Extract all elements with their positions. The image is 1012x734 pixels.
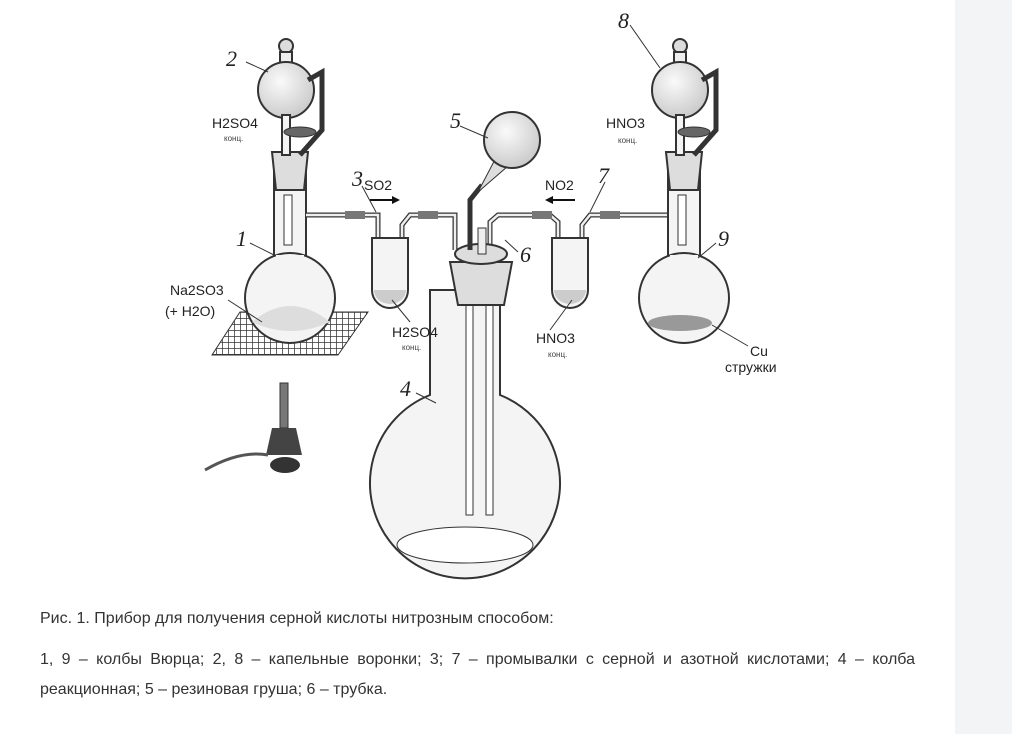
h2so4-wash-label: H2SO4	[392, 324, 438, 340]
label-3: 3	[351, 166, 363, 191]
label-9: 9	[718, 226, 729, 251]
wurtz-flask-1	[244, 151, 336, 344]
label-6: 6	[520, 242, 531, 267]
rubber-bulb-5	[467, 111, 541, 250]
label-7: 7	[598, 163, 610, 188]
no2-label: NO2	[545, 177, 574, 193]
figure-caption-title: Рис. 1. Прибор для получения серной кисл…	[40, 610, 554, 627]
label-4: 4	[400, 376, 411, 401]
label-1: 1	[236, 226, 247, 251]
reaction-flask-4	[369, 227, 561, 580]
wurtz-flask-9	[638, 151, 730, 344]
label-8: 8	[618, 8, 629, 33]
wash-bottle-7	[551, 237, 589, 309]
label-2: 2	[226, 46, 237, 71]
cu-label: Cu	[750, 343, 768, 359]
side-panel	[955, 0, 1012, 734]
na2so3-water-label: (+ H2O)	[165, 303, 215, 319]
hno3-funnel-label: HNO3	[606, 115, 645, 131]
burner	[204, 382, 302, 473]
dropping-funnel-8	[651, 38, 719, 157]
h2so4-funnel-note: конц.	[224, 134, 243, 143]
na2so3-label: Na2SO3	[170, 282, 224, 298]
so2-label: SO2	[364, 177, 392, 193]
hno3-wash-note: конц.	[548, 350, 567, 359]
wash-bottle-3	[371, 237, 409, 309]
h2so4-funnel-label: H2SO4	[212, 115, 258, 131]
cu-note: стружки	[725, 359, 777, 375]
dropping-funnel-2	[257, 38, 325, 157]
figure-caption-legend: 1, 9 – колбы Вюрца; 2, 8 – капельные вор…	[40, 651, 915, 698]
label-5: 5	[450, 108, 461, 133]
hno3-funnel-note: конц.	[618, 136, 637, 145]
h2so4-wash-note: конц.	[402, 343, 421, 352]
apparatus-diagram: 2 8 5 3 7 1 6 9 4 H2SO4 конц. HNO3 конц.…	[165, 8, 777, 580]
hno3-wash-label: HNO3	[536, 330, 575, 346]
